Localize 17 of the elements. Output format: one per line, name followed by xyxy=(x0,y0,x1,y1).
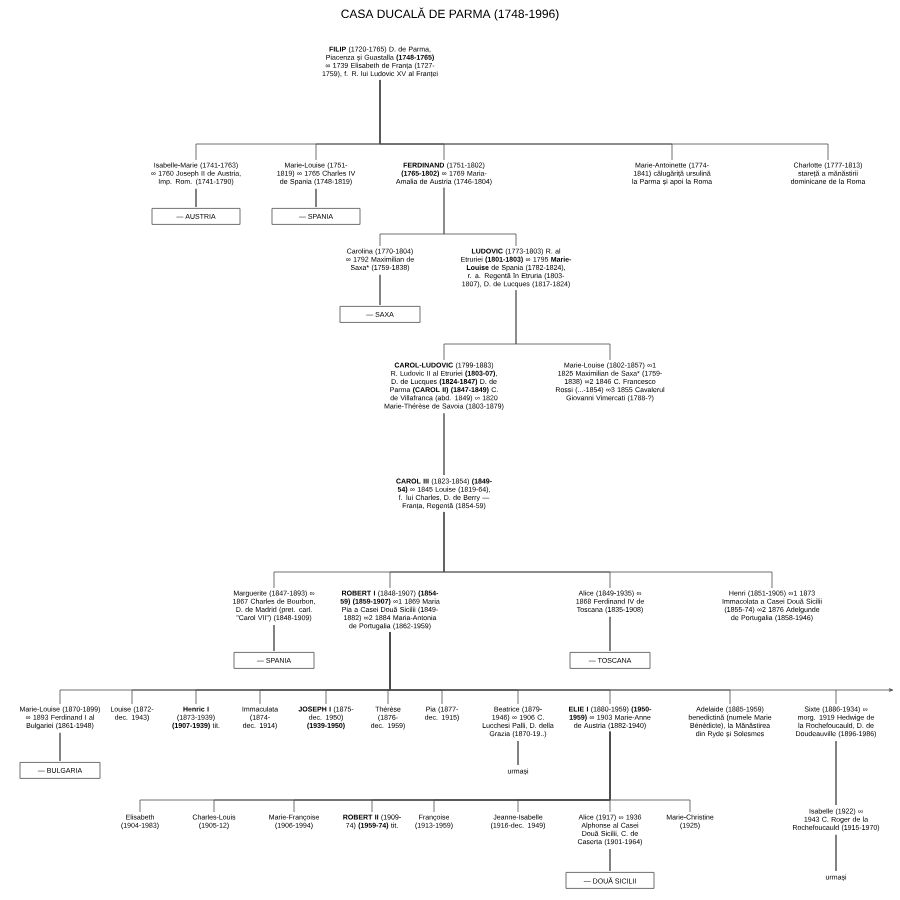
family-line xyxy=(443,511,773,589)
family-line xyxy=(517,740,519,766)
family-line xyxy=(609,848,611,872)
family-line xyxy=(315,188,317,208)
family-line xyxy=(59,732,61,762)
family-line xyxy=(389,631,837,705)
family-line xyxy=(273,624,275,652)
family-line xyxy=(195,188,197,208)
family-line xyxy=(835,740,837,806)
family-line xyxy=(609,616,611,652)
family-line xyxy=(515,289,611,361)
family-line xyxy=(443,412,445,476)
family-line xyxy=(379,79,829,161)
family-line xyxy=(379,274,381,306)
family-line xyxy=(609,731,691,813)
family-line xyxy=(835,834,837,872)
family-line xyxy=(443,187,517,247)
